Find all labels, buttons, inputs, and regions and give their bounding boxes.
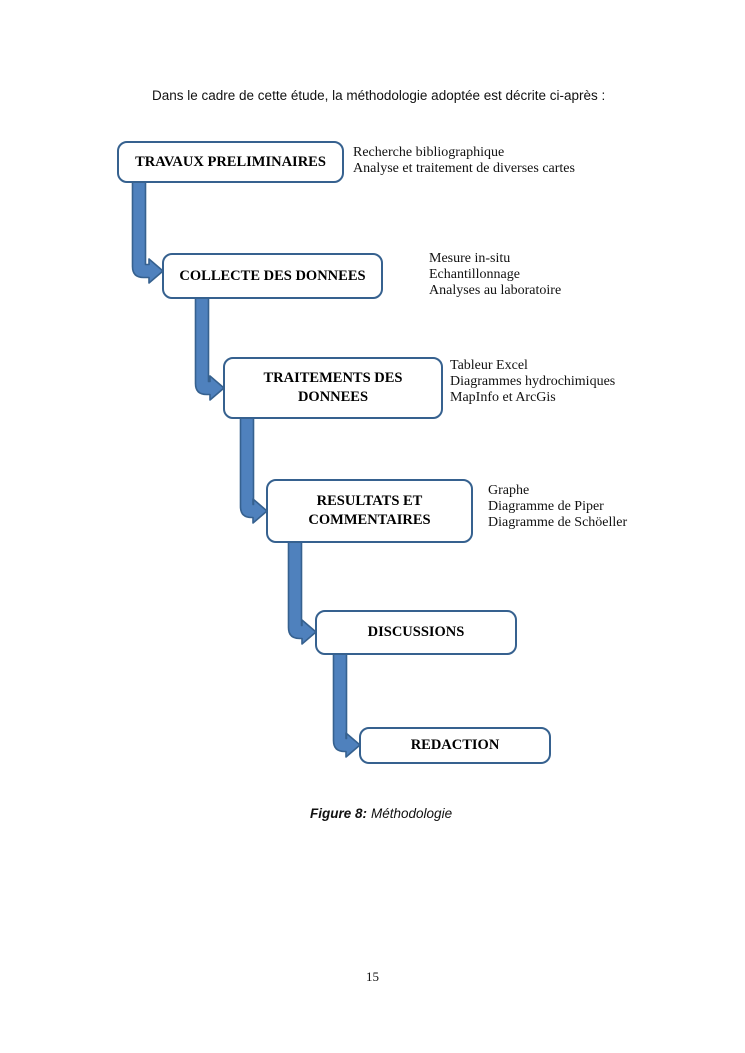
flow-box-traitements-des-donnees: TRAITEMENTS DES DONNEES (223, 357, 443, 419)
page-number: 15 (366, 969, 379, 984)
flow-arrow-4 (287, 540, 317, 645)
notes-travaux-preliminaires: Recherche bibliographique Analyse et tra… (353, 145, 575, 177)
flow-box-discussions: DISCUSSIONS (315, 610, 517, 655)
note-line: Recherche bibliographique (353, 145, 505, 160)
note-line: Diagrammes hydrochimiques (450, 374, 616, 389)
note-line: Graphe (488, 483, 530, 498)
note-line: Analyse et traitement de diverses cartes (353, 161, 575, 176)
flow-box-label: DISCUSSIONS (367, 624, 465, 640)
note-line: Diagramme de Piper (488, 499, 604, 514)
figure-caption-text: Méthodologie (371, 806, 453, 821)
intro-paragraph: Dans le cadre de cette étude, la méthodo… (152, 88, 606, 103)
flow-box-redaction: REDACTION (359, 727, 551, 764)
notes-collecte-des-donnees: Mesure in-situ Echantillonnage Analyses … (429, 251, 561, 299)
flow-arrow-1 (131, 181, 164, 284)
flow-arrow-2 (194, 296, 225, 401)
note-line: Echantillonnage (429, 267, 520, 282)
note-line: Diagramme de Schöeller (488, 515, 628, 530)
flow-box-collecte-des-donnees: COLLECTE DES DONNEES (162, 253, 383, 299)
flow-box-label: RESULTATS ET COMMENTAIRES (308, 493, 431, 528)
flow-box-travaux-preliminaires: TRAVAUX PRELIMINAIRES (117, 141, 344, 183)
flow-box-label: COLLECTE DES DONNEES (179, 267, 366, 284)
note-line: Analyses au laboratoire (429, 283, 562, 298)
flow-arrow-3 (239, 416, 268, 524)
note-line: Tableur Excel (450, 358, 528, 373)
flow-box-resultats-et-commentaires: RESULTATS ET COMMENTAIRES (266, 479, 473, 543)
figure-caption-label: Figure 8: (310, 806, 368, 821)
notes-traitements-des-donnees: Tableur Excel Diagrammes hydrochimiques … (450, 358, 615, 406)
note-line: MapInfo et ArcGis (450, 390, 556, 405)
figure-caption: Figure 8:Méthodologie (310, 806, 452, 821)
note-line: Mesure in-situ (429, 251, 511, 266)
flow-box-label: TRAITEMENTS DES DONNEES (263, 370, 403, 405)
flow-box-label: REDACTION (410, 737, 500, 753)
notes-resultats-et-commentaires: Graphe Diagramme de Piper Diagramme de S… (488, 483, 627, 531)
flow-arrow-5 (332, 653, 361, 758)
flow-box-label: TRAVAUX PRELIMINAIRES (135, 153, 326, 170)
